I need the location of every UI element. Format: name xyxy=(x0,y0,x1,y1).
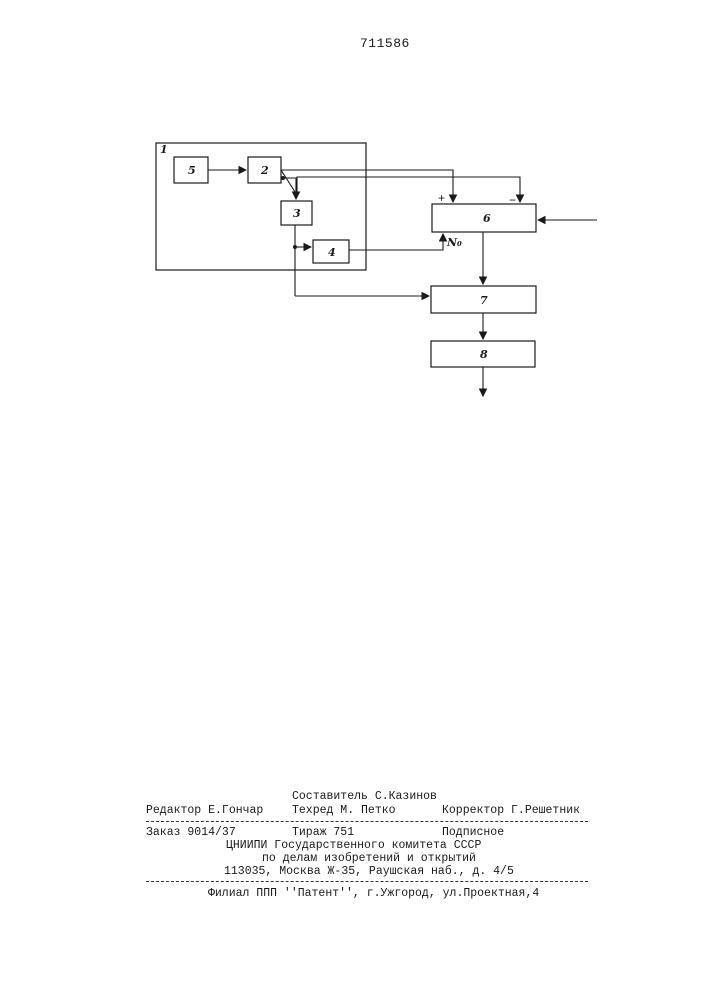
order: Заказ 9014/37 xyxy=(146,826,236,839)
block-4-label: 4 xyxy=(328,246,336,259)
minus-sign: − xyxy=(509,194,516,208)
n0-label: N₀ xyxy=(446,236,462,249)
plus-sign: + xyxy=(438,192,445,206)
block-5-label: 5 xyxy=(188,164,196,177)
circulation: Тираж 751 xyxy=(292,826,354,839)
corrector: Корректор Г.Решетник xyxy=(442,804,580,817)
org-line1: ЦНИИПИ Государственного комитета СССР xyxy=(226,839,481,852)
block-7-label: 7 xyxy=(480,294,488,307)
block-diagram: 1 5 2 3 4 6 7 8 + − N₀ xyxy=(0,0,707,420)
editor: Редактор Е.Гончар xyxy=(146,804,263,817)
org-address: 113035, Москва Ж-35, Раушская наб., д. 4… xyxy=(224,865,514,878)
branch: Филиал ППП ''Патент'', г.Ужгород, ул.Про… xyxy=(208,887,539,900)
block-3-label: 3 xyxy=(293,207,301,220)
block-6-label: 6 xyxy=(483,212,491,225)
org-line2: по делам изобретений и открытий xyxy=(262,852,476,865)
subscription: Подписное xyxy=(442,826,504,839)
block-1-label: 1 xyxy=(160,143,168,156)
block-8-label: 8 xyxy=(480,348,488,361)
divider-top xyxy=(146,821,588,822)
techred: Техред М. Петко xyxy=(292,804,396,817)
compiler: Составитель С.Казинов xyxy=(292,790,437,803)
block-2-label: 2 xyxy=(260,164,269,177)
divider-bottom xyxy=(146,881,588,882)
